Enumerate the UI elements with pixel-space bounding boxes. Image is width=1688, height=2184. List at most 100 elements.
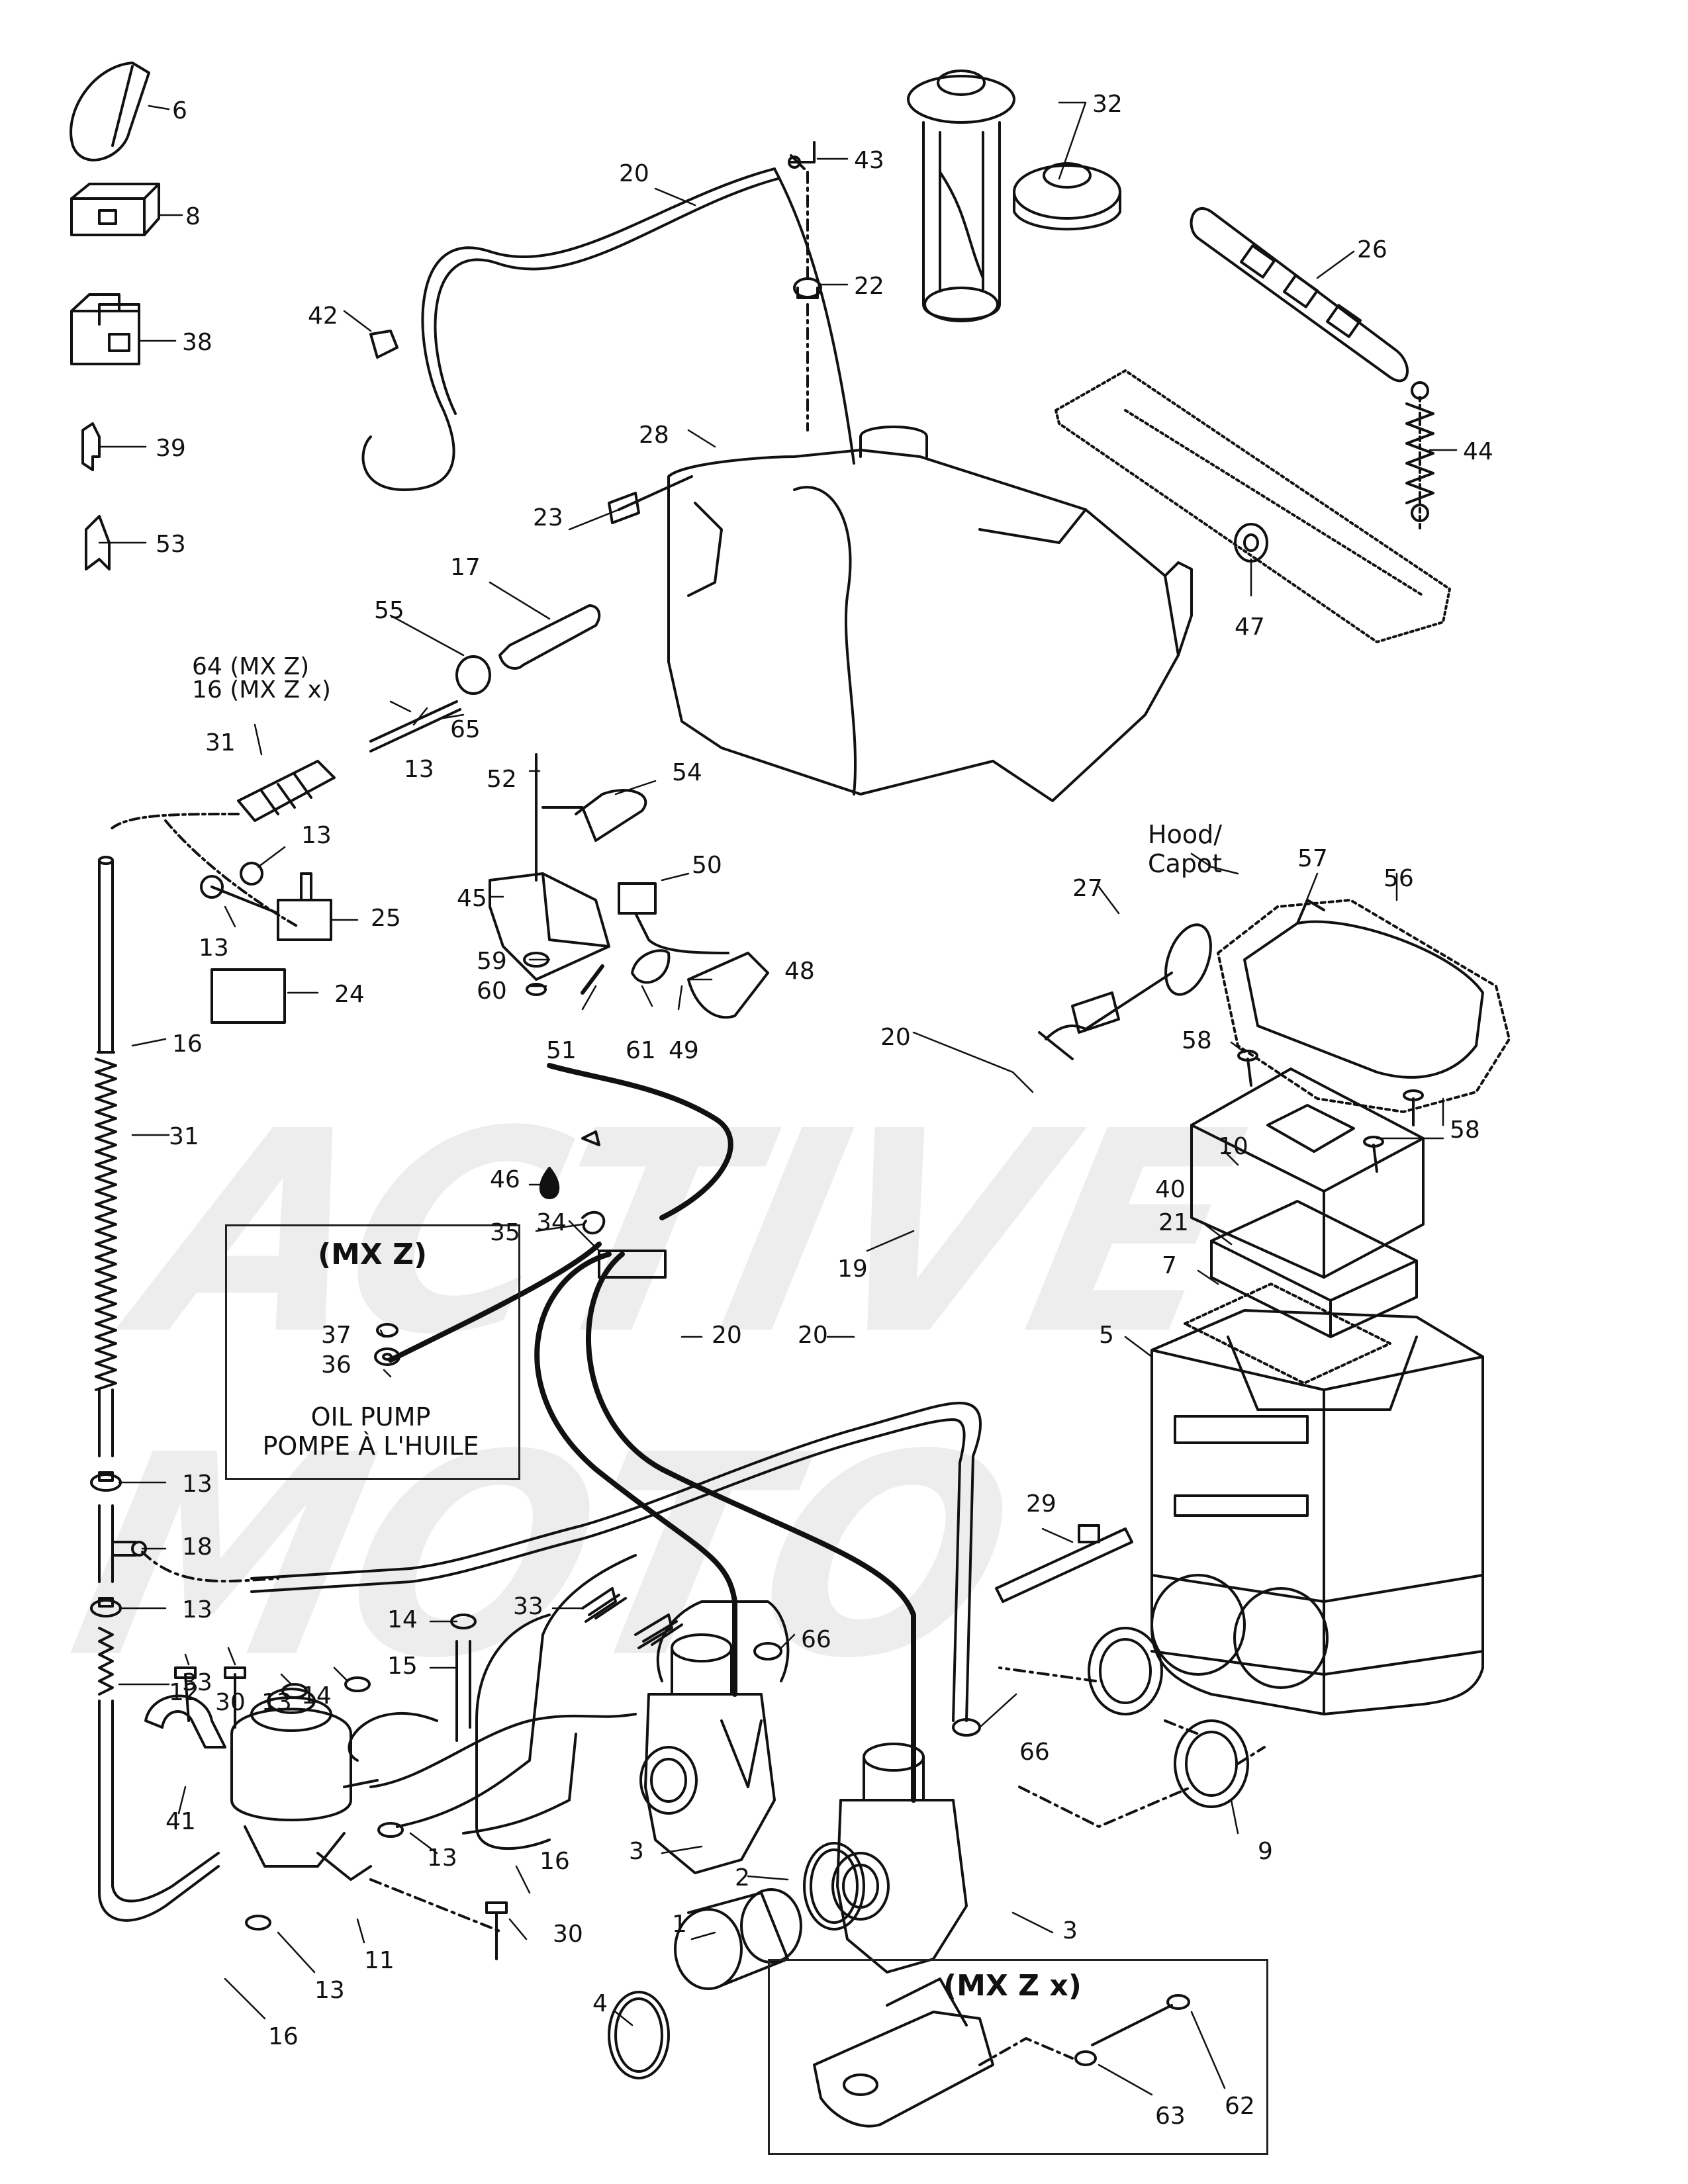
- valve-tee-icon: [200, 862, 332, 941]
- washer-icon: [376, 1323, 399, 1338]
- hose-clamp-icon: [803, 1842, 865, 1931]
- callout-2: 2: [735, 1864, 750, 1891]
- callout-56: 56: [1383, 865, 1414, 892]
- filter-element-icon: [1210, 1200, 1418, 1338]
- fuel-line-assembly-icon: [369, 475, 693, 752]
- callout-58-b: 58: [1450, 1116, 1480, 1144]
- callout-49: 49: [669, 1037, 699, 1064]
- callout-65: 65: [450, 716, 481, 743]
- oil-pump-icon: [230, 1688, 379, 1881]
- hose-clamp-icon: [608, 1991, 670, 2079]
- vertical-hose-icon: [95, 856, 117, 1457]
- callout-48: 48: [784, 958, 815, 985]
- washer-icon: [374, 1347, 400, 1366]
- callout-23: 23: [533, 504, 563, 531]
- screw-icon: [1403, 1089, 1424, 1126]
- callout-16-top: 16: [172, 1030, 203, 1058]
- callout-66-a: 66: [801, 1626, 831, 1653]
- callout-9: 9: [1258, 1838, 1273, 1865]
- callout-7: 7: [1162, 1252, 1177, 1279]
- callout-29: 29: [1026, 1490, 1056, 1518]
- callout-39: 39: [156, 435, 186, 462]
- hose-spring-icon: [98, 1627, 220, 1922]
- callout-40: 40: [1155, 1176, 1186, 1203]
- screw-icon: [1091, 1994, 1190, 2046]
- callout-16-mid: 16: [539, 1848, 570, 1875]
- callout-15: 15: [387, 1653, 418, 1680]
- filler-cap-icon: [1013, 162, 1121, 231]
- callout-22: 22: [854, 273, 884, 300]
- fuel-gauge-icon: [907, 69, 1015, 322]
- callout-19: 19: [837, 1255, 868, 1283]
- callout-13-b: 13: [301, 822, 332, 849]
- callout-16-mx-z-x: 16 (MX Z x): [192, 676, 331, 704]
- clamp-icon: [245, 1915, 271, 1931]
- hood-label-line1: Hood/: [1148, 820, 1222, 849]
- callout-26: 26: [1357, 236, 1387, 263]
- callout-24: 24: [334, 981, 365, 1008]
- callout-20-top: 20: [619, 160, 649, 187]
- callout-44: 44: [1463, 438, 1493, 465]
- clip-icon: [369, 330, 399, 359]
- bracket-icon: [144, 1694, 226, 1749]
- callout-30-b: 30: [553, 1921, 583, 1948]
- callout-34: 34: [536, 1209, 567, 1236]
- clamp-icon: [377, 1822, 404, 1838]
- hood-label: Hood/ Capot: [1119, 820, 1251, 878]
- horizontal-hose-icon: [250, 1402, 982, 1722]
- cable-tie-icon: [70, 62, 150, 161]
- callout-27: 27: [1072, 875, 1103, 902]
- intake-boot-icon: [674, 1888, 802, 1990]
- clamp-icon: [344, 1676, 371, 1692]
- callout-35: 35: [490, 1219, 520, 1246]
- clamp-icon: [90, 1471, 122, 1492]
- callout-14-b: 14: [301, 1682, 332, 1709]
- callout-20-left: 20: [712, 1322, 742, 1349]
- decal-icon: [211, 968, 286, 1024]
- sensor-icon: [618, 882, 729, 954]
- strap-icon: [995, 1524, 1133, 1603]
- callout-57: 57: [1297, 845, 1328, 872]
- hood-label-line2: Capot: [1147, 848, 1223, 878]
- callout-5: 5: [1099, 1322, 1114, 1349]
- tank-bracket-icon: [1055, 369, 1451, 643]
- air-silencer-icon: [1150, 1309, 1484, 1715]
- tee-fitting-icon: [98, 1504, 147, 1583]
- oil-pump-caption: OIL PUMP POMPE À L'HUILE: [225, 1402, 516, 1461]
- callout-55: 55: [374, 597, 404, 624]
- callout-54: 54: [672, 759, 702, 786]
- washer-icon: [1074, 2050, 1097, 2066]
- oil-injection-body-icon: [489, 753, 647, 996]
- callout-64-mx-z: 64 (MX Z): [192, 653, 310, 680]
- callout-51: 51: [546, 1037, 577, 1064]
- callout-13-h: 13: [314, 1977, 345, 2004]
- hose-spring-icon: [581, 1587, 683, 1649]
- inset-mx-z-x-title: (MX Z x): [943, 1969, 1082, 2003]
- callout-52: 52: [487, 766, 517, 793]
- callout-13-f: 13: [261, 1689, 292, 1716]
- clamp-icon: [281, 1683, 308, 1699]
- cap-icon: [687, 952, 769, 1019]
- carburetor-icon: [831, 1743, 968, 1974]
- callout-1: 1: [672, 1911, 687, 1938]
- clamp-icon: [90, 1597, 122, 1617]
- callout-45: 45: [457, 885, 487, 912]
- callout-38: 38: [182, 329, 212, 356]
- callout-12: 12: [169, 1679, 199, 1706]
- oil-lines-icon: [388, 1063, 916, 1803]
- callout-60: 60: [477, 978, 507, 1005]
- callout-13-g: 13: [427, 1844, 457, 1872]
- callout-41: 41: [165, 1808, 196, 1835]
- hood-cover-icon: [1217, 899, 1511, 1113]
- callout-36: 36: [321, 1351, 352, 1379]
- callout-13-a: 13: [404, 756, 434, 783]
- connector-housing-icon: [70, 293, 140, 365]
- sleeve-icon: [1088, 1627, 1163, 1715]
- connector-icon: [70, 183, 160, 236]
- junction-block-icon: [598, 1250, 667, 1279]
- elbow-fitting-icon: [788, 141, 816, 170]
- wire-clip-icon: [581, 1210, 606, 1235]
- callout-33-a: 33: [513, 1593, 543, 1620]
- callout-50: 50: [692, 852, 722, 879]
- choke-knob-icon: [1038, 923, 1212, 1060]
